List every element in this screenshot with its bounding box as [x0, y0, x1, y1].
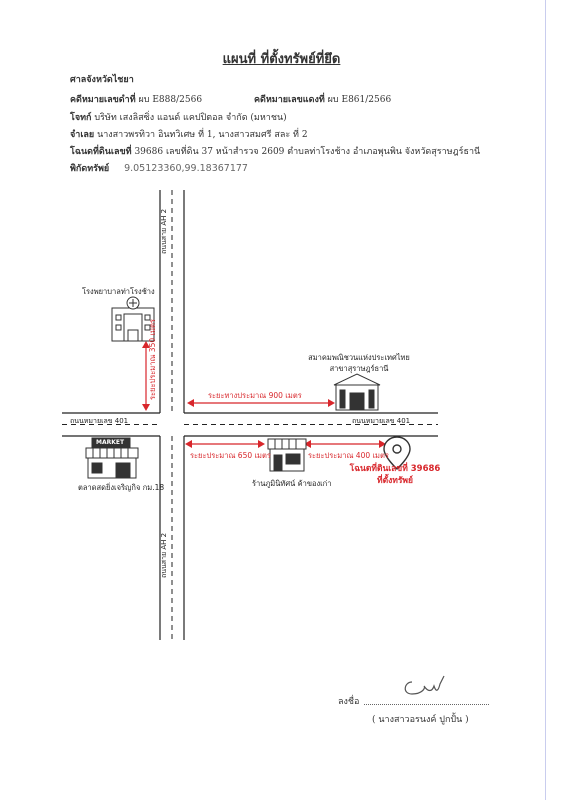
- shop-label: ร้านภูมินิทัศน์ ค้าของเก่า: [252, 479, 332, 488]
- road-401: [62, 412, 438, 437]
- page-title: แผนที่ ที่ตั้งทรัพย์ที่ยึด: [222, 52, 341, 67]
- signature-label: ลงชื่อ: [338, 697, 360, 707]
- deed-line: โฉนดที่ดินเลขที่ 39686 เลขที่ดิน 37 หน้า…: [70, 144, 480, 158]
- plaintiff-label: โจทก์: [70, 113, 92, 123]
- target-property-label: โฉนดที่ดินเลขที่ 39686 ที่ตั้งทรัพย์: [340, 463, 450, 487]
- defendant-label: จำเลย: [70, 130, 95, 140]
- antique-shop-icon: [267, 438, 307, 472]
- distance-label-vertical: ระยะประมาณ 350 เมตร: [148, 319, 157, 400]
- distance-arrow-left: [185, 440, 265, 448]
- coordinate-value: 9.05123360,99.18367177: [124, 163, 248, 174]
- association-building-icon: [333, 373, 381, 411]
- hospital-icon: [111, 296, 155, 342]
- market-sign: MARKET: [96, 439, 125, 446]
- case-black-value: ผบ E888/2566: [138, 95, 203, 105]
- court-name: ศาลจังหวัดไชยา: [70, 75, 134, 85]
- deed-label: โฉนดที่ดินเลขที่: [70, 147, 132, 157]
- signature-line: [364, 704, 489, 705]
- road-label-west: ถนนหมายเลข 401: [70, 417, 129, 425]
- market-label: ตลาดสดยิ่งเจริญกิจ กม.18: [78, 483, 165, 492]
- road-label-south: ถนนสาย AH 2: [160, 532, 168, 578]
- distance-arrow-right: [304, 440, 386, 448]
- case-black-number: คดีหมายเลขดำที่ ผบ E888/2566: [70, 92, 202, 106]
- signatory-name: ( นางสาวอรนงค์ ปูกปั้น ): [372, 715, 469, 725]
- road-ah2: [159, 190, 185, 640]
- defendant-value: นางสาวพรทิวา อินทวิเศษ ที่ 1, นางสาวสมศร…: [97, 130, 308, 140]
- target-property-line: ที่ตั้งทรัพย์: [376, 476, 414, 486]
- coordinate-line: พิกัดทรัพย์ 9.05123360,99.18367177: [70, 161, 248, 175]
- handwritten-signature: [404, 675, 445, 695]
- road-label-north: ถนนสาย AH 2: [160, 208, 168, 254]
- location-pin-icon: [383, 436, 411, 470]
- distance-arrow-top: [187, 399, 335, 407]
- market-icon: [85, 437, 139, 479]
- association-label: สมาคมพณิชวนแห่งประเทศไทย สาขาสุราษฎร์ธาน…: [308, 353, 410, 373]
- case-red-value: ผบ E861/2566: [327, 95, 392, 105]
- coordinate-label: พิกัดทรัพย์: [70, 164, 110, 174]
- location-map: [62, 190, 438, 640]
- distance-label-left: ระยะประมาณ 650 เมตร: [190, 451, 271, 460]
- distance-arrow-vertical: [142, 341, 150, 411]
- target-deed-line: โฉนดที่ดินเลขที่ 39686: [349, 464, 441, 474]
- defendant-line: จำเลย นางสาวพรทิวา อินทวิเศษ ที่ 1, นางส…: [70, 127, 308, 141]
- page-margin-line: [545, 0, 546, 800]
- case-black-label: คดีหมายเลขดำที่: [70, 95, 136, 105]
- deed-value: 39686 เลขที่ดิน 37 หน้าสำรวจ 2609 ตำบลท่…: [134, 147, 481, 157]
- distance-label-right: ระยะประมาณ 400 เมตร: [308, 451, 389, 460]
- distance-label-top: ระยะทางประมาณ 900 เมตร: [208, 391, 302, 400]
- case-red-number: คดีหมายเลขแดงที่ ผบ E861/2566: [254, 92, 391, 106]
- case-red-label: คดีหมายเลขแดงที่: [254, 95, 325, 105]
- road-label-east: ถนนหมายเลข 401: [352, 417, 411, 425]
- hospital-label: โรงพยาบาลท่าโรงช้าง: [82, 287, 155, 296]
- plaintiff-value: บริษัท เสงลิสซิ่ง แอนด์ แคปปิตอล จำกัด (…: [94, 113, 287, 123]
- plaintiff-line: โจทก์ บริษัท เสงลิสซิ่ง แอนด์ แคปปิตอล จ…: [70, 110, 287, 124]
